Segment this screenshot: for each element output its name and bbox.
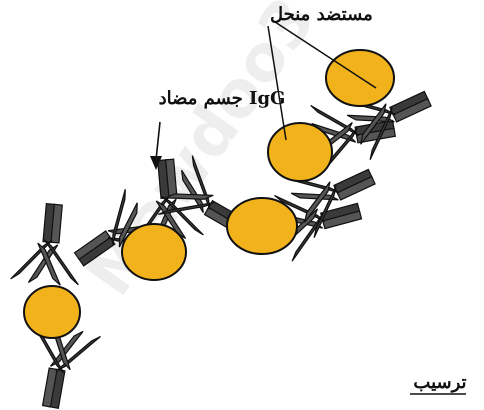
antibody-leader-arrowhead (150, 156, 162, 170)
igg-antibody-label: جسم مضاد IgG (159, 88, 286, 109)
antigen-particle (226, 197, 298, 255)
soluble-antigen-leader-1 (267, 25, 287, 141)
soluble-antigen-label: مستضد منحل (270, 4, 373, 25)
antibody-2 (9, 200, 86, 288)
antibody-leader (155, 121, 161, 161)
antigen-particle (23, 285, 81, 339)
soluble-antigen-leader-2 (271, 19, 377, 89)
antigen-particle (267, 122, 333, 182)
antigen-particle (121, 223, 187, 281)
precipitation-label: ترسيب (413, 372, 466, 393)
